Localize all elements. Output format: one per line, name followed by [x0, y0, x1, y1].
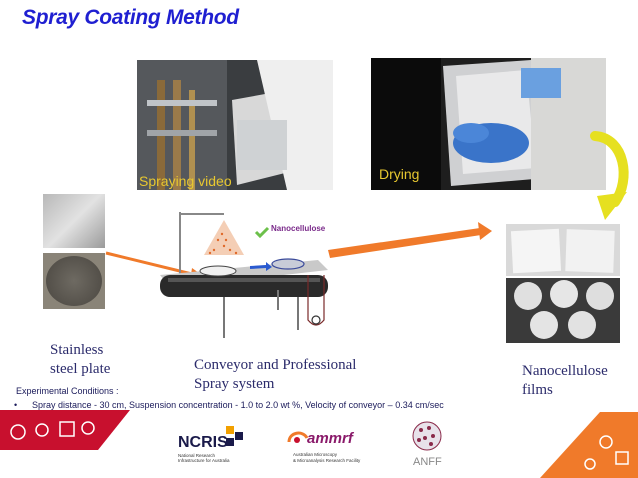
- ncris-logo-text: NCRIS: [178, 434, 228, 451]
- right-decorative-banner: [540, 412, 638, 478]
- stainless-line2: steel plate: [50, 361, 111, 377]
- conveyor-label: Conveyor and Professional Spray system: [194, 356, 356, 394]
- left-decorative-banner: [0, 410, 130, 450]
- films-line2: films: [522, 382, 553, 398]
- ammrf-swirl-icon: [287, 431, 309, 443]
- films-label: Nanocellulose films: [522, 362, 608, 400]
- stainless-steel-label: Stainless steel plate: [50, 341, 110, 379]
- steel-plate-photo: [43, 194, 105, 248]
- spraying-machine-illustration: [137, 60, 333, 190]
- ammrf-sub1: Australian Microscopy: [293, 452, 338, 457]
- conditions-heading: Experimental Conditions :: [16, 386, 119, 396]
- films-line1: Nanocellulose: [522, 363, 608, 379]
- slide-title: Spray Coating Method: [22, 6, 239, 29]
- drying-label: Drying: [379, 166, 420, 182]
- ncris-sub2: Infrastructure for Australia: [178, 458, 230, 463]
- films-sheets-photo: [506, 224, 620, 276]
- spraying-video-photo[interactable]: Spraying video: [137, 60, 333, 190]
- nanocellulose-tag: Nanocellulose: [271, 224, 326, 233]
- stainless-line1: Stainless: [50, 342, 104, 358]
- conditions-bullet-row: • Spray distance - 30 cm, Suspension con…: [14, 398, 616, 412]
- films-discs-photo: [506, 278, 620, 343]
- conveyor-line2: Spray system: [194, 376, 275, 392]
- coated-plate-photo: [43, 253, 105, 309]
- checkmark-icon: [254, 226, 270, 238]
- ncris-logo: NCRIS National Research Infrastructure f…: [178, 426, 248, 470]
- conditions-text: Spray distance - 30 cm, Suspension conce…: [32, 400, 444, 410]
- bullet-glyph: •: [14, 400, 18, 410]
- anff-logo-text: ANFF: [413, 456, 442, 468]
- experimental-conditions: Experimental Conditions : • Spray distan…: [14, 384, 616, 412]
- ammrf-sub2: & Microanalysis Research Facility: [293, 458, 361, 463]
- ncris-mark-icon: [226, 426, 243, 446]
- spraying-video-label: Spraying video: [139, 173, 232, 189]
- anff-logo: ANFF: [405, 420, 450, 472]
- curved-arrow-yellow: [590, 131, 629, 220]
- ammrf-logo: ammrf Australian Microscopy & Microanaly…: [285, 428, 370, 470]
- conveyor-line1: Conveyor and Professional: [194, 357, 357, 373]
- drying-photo: Drying: [371, 58, 606, 190]
- ncris-sub1: National Research: [178, 453, 216, 458]
- ammrf-logo-text: ammrf: [307, 430, 353, 447]
- anff-sphere-icon: [412, 421, 442, 451]
- drying-illustration: [371, 58, 606, 190]
- conveyor-spray-diagram: [160, 212, 328, 338]
